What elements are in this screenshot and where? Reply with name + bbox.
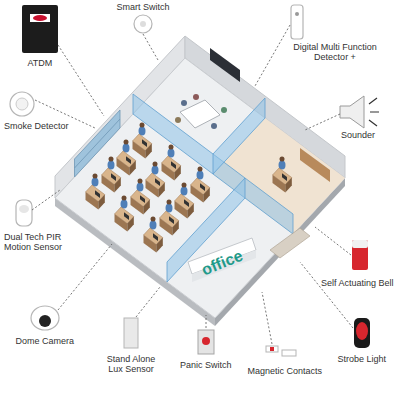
smart-switch-icon [134, 15, 152, 33]
panic-switch-icon [198, 330, 214, 354]
glass-wall [167, 178, 245, 282]
pir-sensor-icon [16, 200, 32, 226]
sounder-icon [340, 96, 364, 128]
meeting-table [180, 100, 220, 128]
smoke-detector-icon [10, 92, 34, 116]
magnetic-contact-icon [282, 350, 296, 356]
device-label: Dome Camera [16, 336, 75, 346]
screen [210, 48, 240, 82]
atdm-panel [22, 5, 58, 53]
device-label: Dual Tech PIR Motion Sensor [4, 232, 68, 253]
device-label: Self Actuating Bell [321, 278, 394, 288]
device-label: Strobe Light [338, 354, 387, 364]
device-label: ATDM [28, 58, 53, 68]
detector-icon [291, 5, 303, 39]
magnetic-contact-icon [266, 346, 278, 352]
lux-sensor-icon [124, 318, 138, 348]
leader-lines [32, 25, 353, 344]
device-label: Panic Switch [180, 360, 232, 370]
device-label: Smart Switch [117, 2, 170, 12]
cabinet [300, 148, 330, 182]
sofa [270, 228, 310, 258]
floor [55, 58, 345, 318]
device-label: Smoke Detector [4, 121, 69, 131]
dome-camera-icon [31, 306, 59, 330]
device-label: Digital Multi Function Detector + [291, 42, 379, 63]
device-label: Sounder [341, 130, 375, 140]
strobe-icon [354, 318, 370, 348]
device-label: Magnetic Contacts [248, 366, 323, 376]
bell-icon [352, 240, 368, 270]
glass-wall [213, 98, 265, 174]
device-label: Stand Alone Lux Sensor [102, 354, 160, 375]
